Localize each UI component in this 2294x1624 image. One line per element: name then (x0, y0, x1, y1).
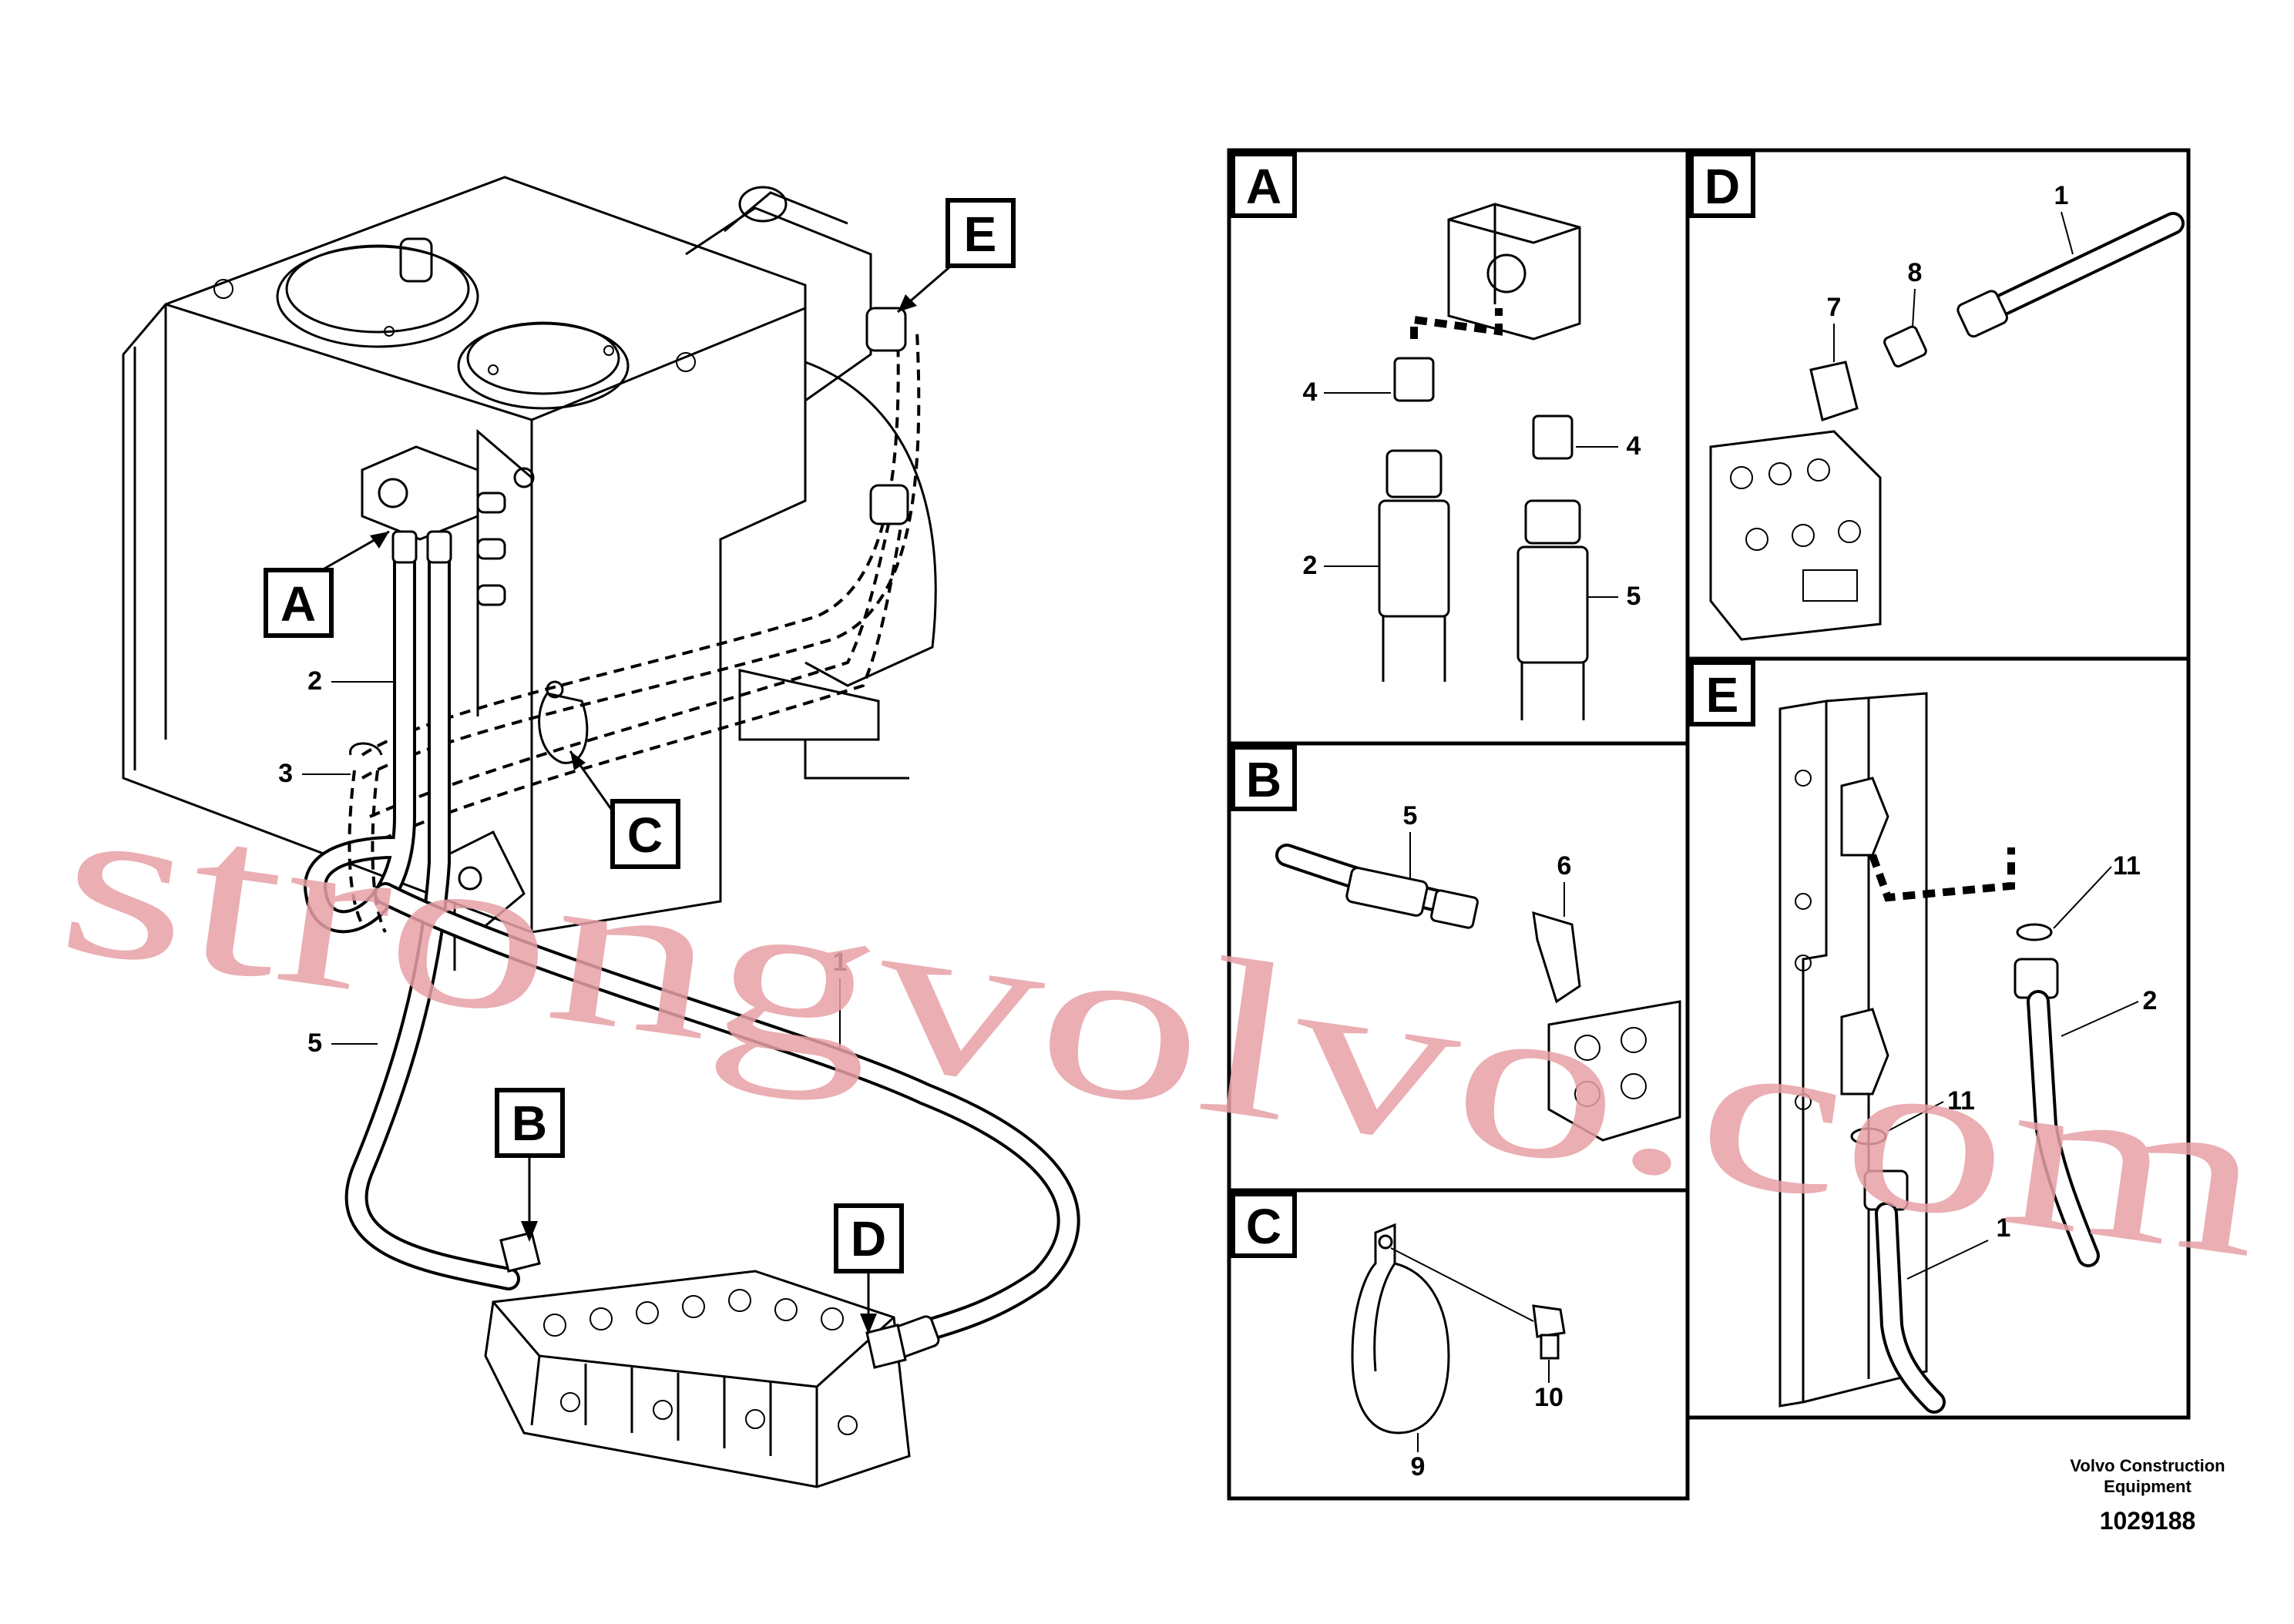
hidden-hose-routing (361, 307, 921, 841)
main-view: A B C D E 2 3 (122, 176, 1080, 1488)
panel-e-label-2: 2 (2143, 986, 2158, 1015)
fitting-4-left (1378, 357, 1450, 682)
callout-a: A (264, 530, 390, 638)
panel-c-title: C (1246, 1199, 1281, 1254)
label-2: 2 (307, 666, 322, 696)
main-part-labels: 2 3 1 5 (278, 666, 847, 1058)
callout-c: C (569, 750, 680, 869)
label-1: 1 (833, 948, 848, 977)
clamp-c (538, 680, 589, 764)
panel-d-label-1: 1 (2054, 181, 2069, 210)
panel-d: D 1 8 7 (1689, 152, 2185, 641)
panel-c-label-9: 9 (1411, 1452, 1426, 1481)
panel-e-title: E (1706, 667, 1739, 723)
panel-e-label-11-top: 11 (2113, 851, 2141, 881)
panel-c-label-10: 10 (1534, 1383, 1563, 1412)
callout-a-label: A (280, 576, 316, 632)
callout-c-label: C (627, 807, 663, 863)
footer: Volvo Construction Equipment 1029188 (2070, 1456, 2225, 1535)
panel-a-label-2: 2 (1303, 551, 1318, 580)
hydraulic-tank (122, 176, 937, 971)
fitting-4-right (1516, 414, 1589, 720)
panel-d-label-7: 7 (1827, 293, 1842, 322)
panel-d-title: D (1705, 159, 1740, 214)
panel-b-label-5: 5 (1403, 801, 1418, 830)
figure-number: 1029188 (2100, 1507, 2196, 1535)
panel-b-title: B (1246, 752, 1281, 807)
callout-b: B (495, 1088, 565, 1242)
callout-d-label: D (851, 1211, 886, 1267)
control-valve-bank (484, 1231, 911, 1488)
callout-e: E (897, 198, 1016, 314)
label-5: 5 (307, 1028, 322, 1058)
panel-e-label-1: 1 (1997, 1213, 2011, 1243)
panel-a-label-5: 5 (1627, 582, 1641, 611)
callout-e-label: E (964, 206, 997, 262)
hose-2-and-5 (304, 530, 520, 1290)
panel-a-title: A (1246, 159, 1281, 214)
panel-d-label-8: 8 (1908, 258, 1923, 287)
callout-d: D (834, 1203, 904, 1334)
callout-b-label: B (512, 1096, 547, 1151)
panel-c: C 9 10 (1231, 1192, 1566, 1481)
panel-e-label-11-bottom: 11 (1947, 1086, 1975, 1116)
company-name-line-1: Volvo Construction (2070, 1456, 2225, 1475)
label-3: 3 (278, 759, 293, 788)
panel-a-label-4-right: 4 (1627, 431, 1641, 461)
panel-e: E 11 2 11 1 (1689, 660, 2158, 1414)
panel-a: A 4 4 2 5 (1231, 152, 1641, 720)
panel-b-label-6: 6 (1557, 851, 1572, 881)
panel-b: B 5 6 (1231, 745, 1681, 1142)
panel-a-label-4-left: 4 (1303, 377, 1318, 407)
detail-panels: A 4 4 2 5 (1227, 148, 2191, 1501)
company-name-line-2: Equipment (2104, 1477, 2192, 1496)
